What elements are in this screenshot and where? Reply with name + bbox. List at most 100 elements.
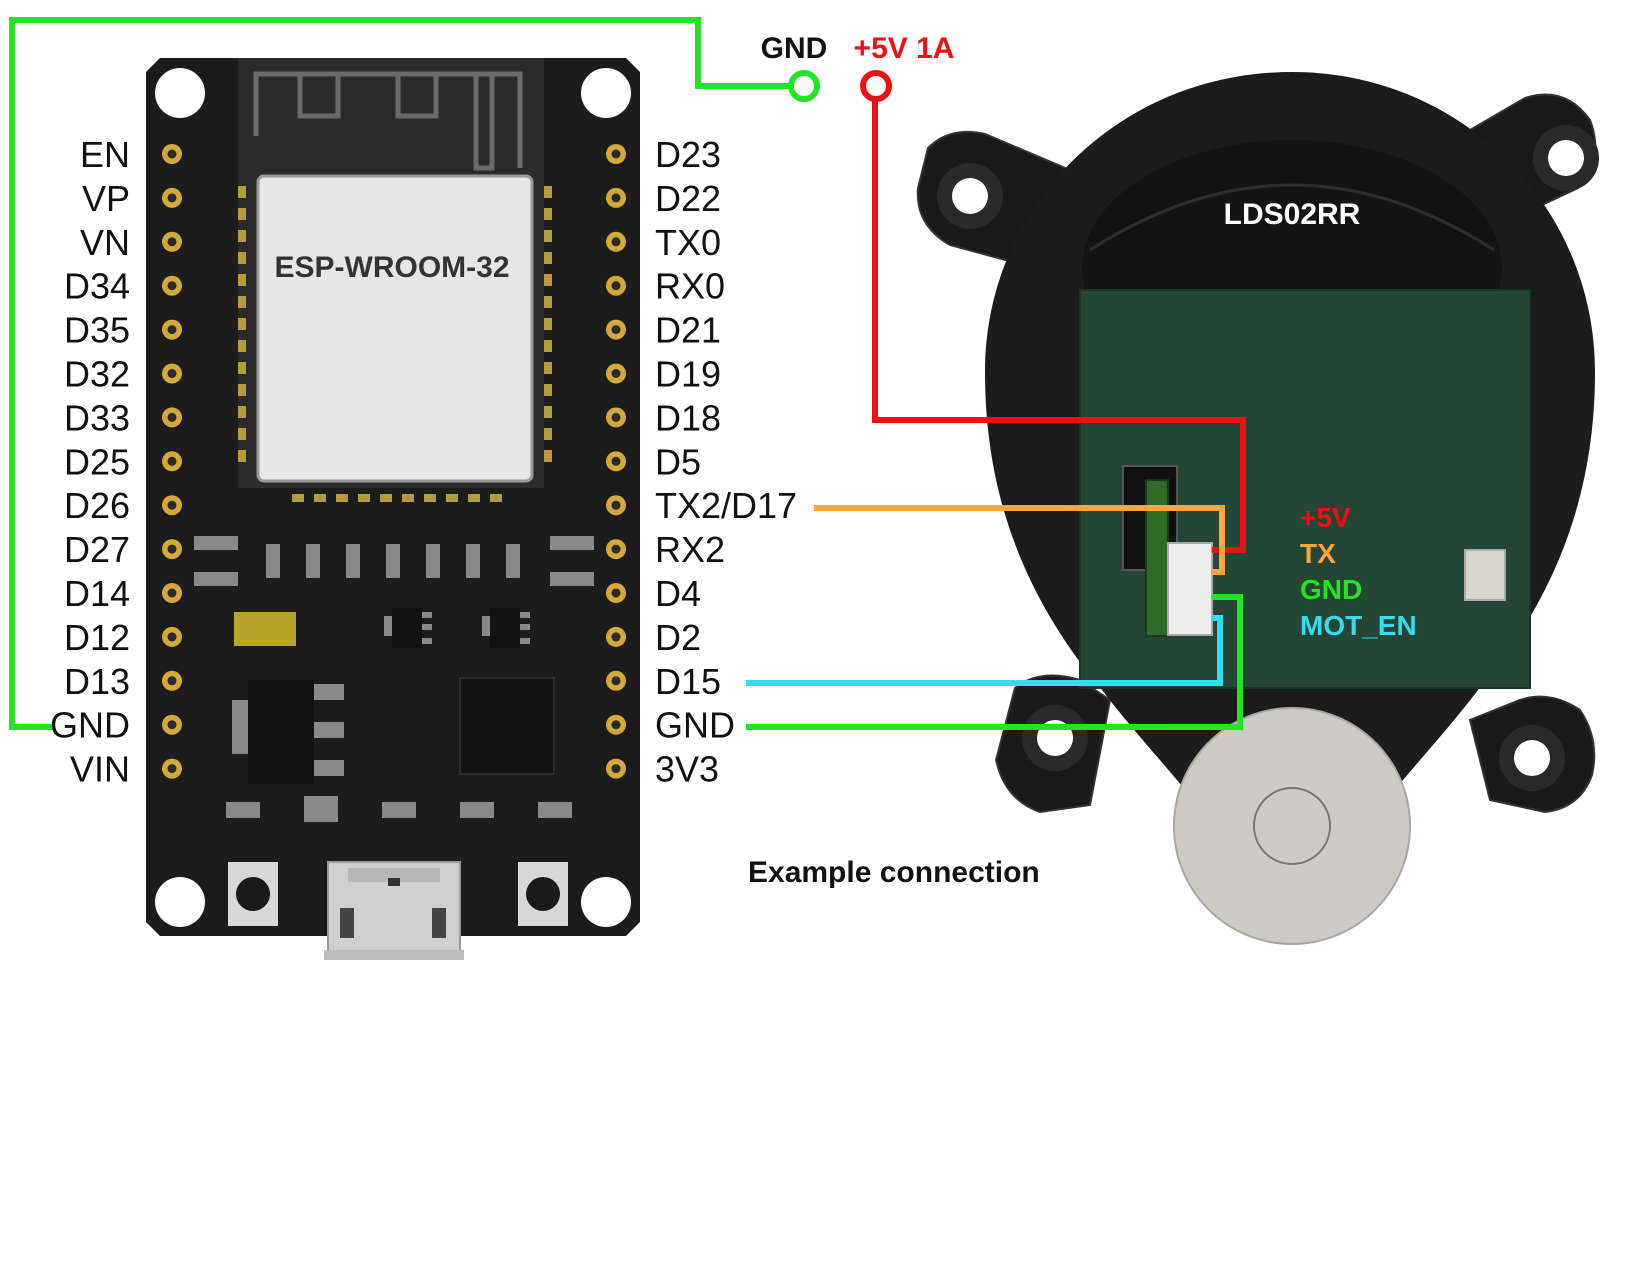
esp32-board: ESP-WROOM-32 [146, 58, 640, 960]
pin-hole [611, 281, 621, 291]
smd-part [506, 544, 520, 578]
pin-label-left: D26 [64, 485, 130, 526]
wroom-module: ESP-WROOM-32 [238, 58, 552, 502]
transistor [490, 608, 520, 648]
pin-label-left: D14 [64, 573, 130, 614]
motor [1173, 707, 1411, 945]
module-pad [238, 186, 246, 198]
pin-label-right: GND [655, 705, 735, 746]
pin-label-left: GND [50, 705, 130, 746]
pin-hole [167, 632, 177, 642]
transistors [384, 608, 530, 648]
smd-part [550, 536, 594, 550]
mount-hole-icon [952, 178, 988, 214]
usb-port [348, 868, 440, 882]
right-pin-labels: D23D22TX0RX0D21D19D18D5TX2/D17RX2D4D2D15… [655, 134, 797, 790]
pin-hole [167, 764, 177, 774]
pin-hole [167, 149, 177, 159]
regulator-leg [314, 760, 344, 776]
regulator-tab [232, 700, 248, 754]
connector-label-mot-en: MOT_EN [1300, 610, 1417, 641]
wires [9, 17, 1246, 730]
pin-label-right: TX2/D17 [655, 485, 797, 526]
usb-tab [432, 908, 446, 938]
wire-gnd-power [9, 17, 790, 730]
button-cap-icon [236, 877, 270, 911]
regulator-leg [314, 684, 344, 700]
module-pad [490, 494, 502, 502]
module-pad [544, 406, 552, 418]
module-pad [336, 494, 348, 502]
smd-part [538, 802, 572, 818]
pin-hole [611, 676, 621, 686]
pin-hole [167, 193, 177, 203]
module-pad [380, 494, 392, 502]
pin-hole [167, 720, 177, 730]
caption: Example connection [748, 856, 1040, 889]
button-cap-icon [526, 877, 560, 911]
module-pad [238, 318, 246, 330]
pin-label-left: D32 [64, 354, 130, 395]
module-pad [402, 494, 414, 502]
transistor-leg [520, 612, 530, 618]
module-pad [238, 340, 246, 352]
module-pad [544, 274, 552, 286]
pin-label-right: D21 [655, 310, 721, 351]
module-pad [238, 384, 246, 396]
smd-part [306, 544, 320, 578]
connector-label-gnd: GND [1300, 574, 1362, 605]
pin-hole [611, 544, 621, 554]
pin-hole [611, 149, 621, 159]
pin-label-left: D34 [64, 266, 130, 307]
usb-uart-chip [459, 677, 555, 775]
mount-hole-icon [155, 877, 205, 927]
module-pad [424, 494, 436, 502]
transistor-leg [422, 612, 432, 618]
module-pad [314, 494, 326, 502]
pin-label-right: D23 [655, 134, 721, 175]
pin-hole [611, 720, 621, 730]
module-pad [544, 208, 552, 220]
pin-label-left: D33 [64, 397, 130, 438]
wire-tx [814, 505, 1225, 575]
module-pads [238, 186, 552, 502]
smd-part [382, 802, 416, 818]
pin-hole [611, 632, 621, 642]
module-pad [238, 296, 246, 308]
pin-label-left: EN [80, 134, 130, 175]
regulator-leg [314, 722, 344, 738]
module-pad [238, 274, 246, 286]
connector-board [1145, 479, 1169, 637]
pin-label-right: D22 [655, 178, 721, 219]
module-pad [468, 494, 480, 502]
module-can [256, 174, 534, 483]
wire-5v [872, 98, 1246, 553]
left-pin-labels: ENVPVND34D35D32D33D25D26D27D14D12D13GNDV… [50, 134, 130, 790]
smd-part [386, 544, 400, 578]
vcc-terminal-icon [860, 70, 892, 102]
pin-hole [167, 676, 177, 686]
crystal [234, 612, 296, 646]
module-pad [544, 296, 552, 308]
smd-part [426, 544, 440, 578]
smd-part [226, 802, 260, 818]
connector-label-vcc: +5V [1300, 502, 1351, 533]
smd-part [304, 796, 338, 822]
pin-hole [167, 369, 177, 378]
motor-shaft-icon [1253, 787, 1331, 865]
module-pad [544, 428, 552, 440]
module-pad [358, 494, 370, 502]
module-pad [446, 494, 458, 502]
module-pad [544, 230, 552, 242]
pin-label-right: D4 [655, 573, 701, 614]
smd-components-bottom [226, 796, 572, 822]
transistor-leg [422, 638, 432, 644]
pin-hole [167, 325, 177, 335]
wire-gnd [746, 594, 1243, 730]
pin-label-right: RX0 [655, 266, 725, 307]
module-pad [238, 406, 246, 418]
pin-hole [611, 500, 621, 510]
smd-part [266, 544, 280, 578]
